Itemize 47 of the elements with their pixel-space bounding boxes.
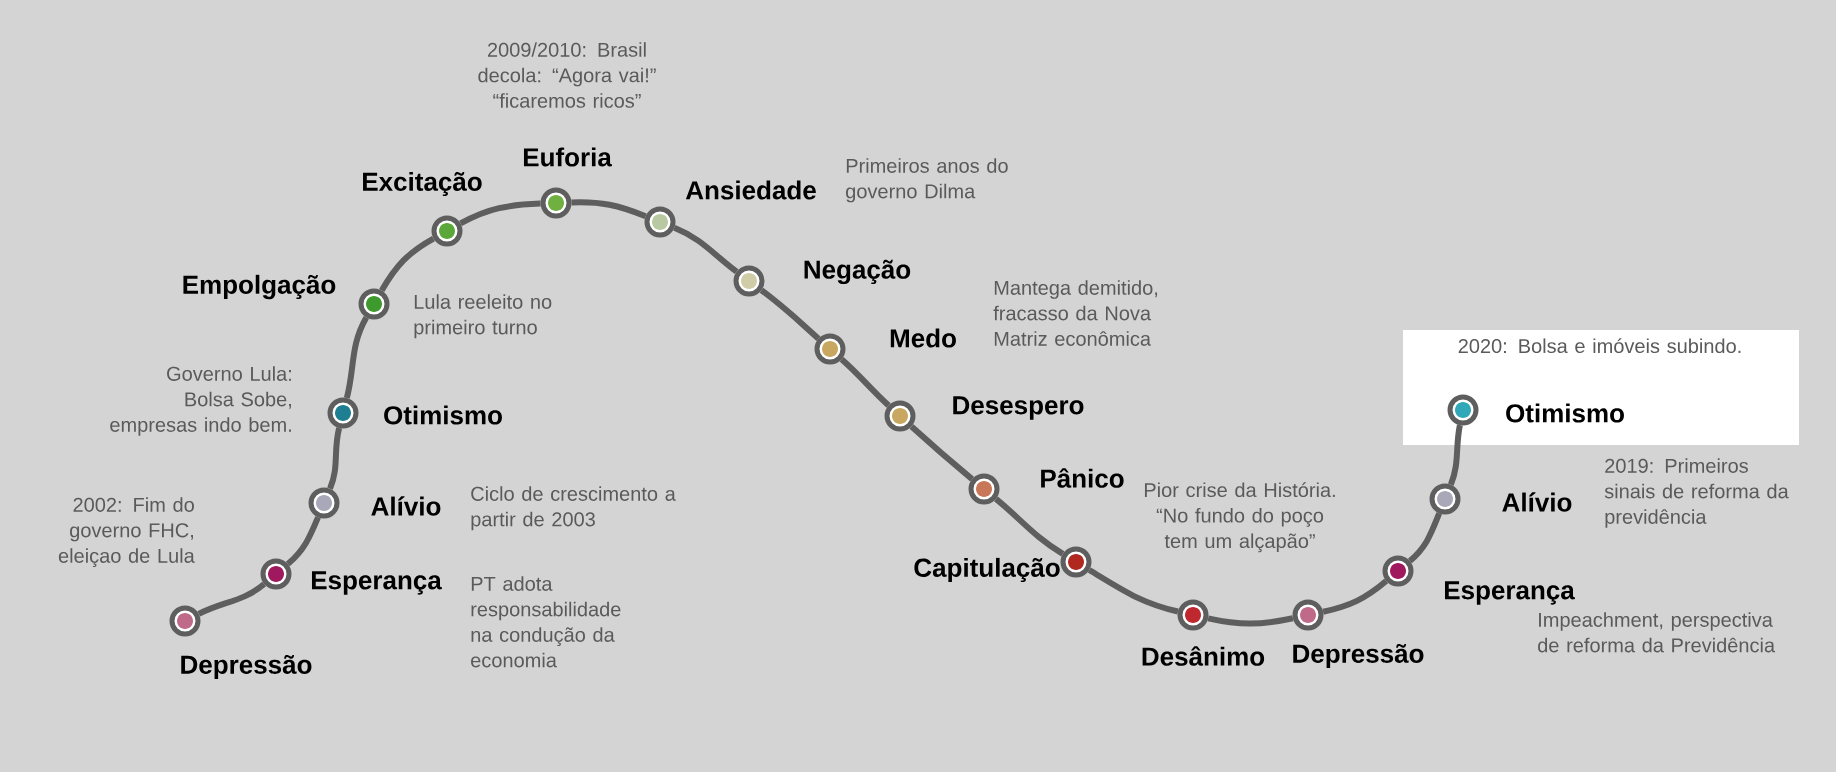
stage-label: Alívio: [371, 496, 441, 516]
note-text: Governo Lula: Bolsa Sobe, empresas indo bem.: [110, 366, 291, 436]
stage-label: Esperança: [312, 571, 442, 595]
stage-label: Empolgação: [183, 274, 336, 300]
curve-segment: [285, 516, 321, 567]
curve-segment: [197, 581, 266, 617]
stage-label: Ansiedade: [685, 180, 816, 200]
curve-segment: [1087, 567, 1179, 615]
curve-segment: [759, 287, 821, 341]
stage-label: Excitação: [363, 171, 482, 197]
note-text: 2019: Primeiros sinais de reforma da previdência: [1604, 458, 1789, 528]
note-text: 2002: Fim do governo FHC, eleiçao de Lula: [58, 497, 195, 567]
stage-label: Alívio: [1502, 492, 1572, 512]
stage-label: Esperança: [1445, 581, 1575, 605]
note-text: 2009/2010: Brasil decola: “Agora vai!” “ficaremos ricos”: [478, 42, 656, 108]
stage-label: Desânimo: [1142, 646, 1265, 666]
curve-segment: [379, 235, 435, 293]
curve-segment: [459, 200, 541, 227]
stage-label: Otimismo: [384, 405, 502, 425]
note-text: Impeachment, perspectiva de reforma da Previdência: [1538, 612, 1776, 653]
stage-label: Depressão: [181, 654, 312, 680]
curve-segment: [1322, 578, 1389, 615]
note-text: Pior crise da História. “No fundo do poço tem um alçapão”: [1144, 482, 1335, 553]
note-text: 2020: Bolsa e imóveis subindo.: [1458, 338, 1741, 354]
curve-segment: [839, 357, 891, 408]
curve-segment: [327, 427, 343, 490]
curve-segment: [909, 424, 975, 482]
stage-label: Depressão: [1293, 643, 1424, 669]
curve-segment: [673, 225, 739, 275]
note-text: Mantega demitido, fracasso da Nova Matriz econômica: [993, 280, 1158, 346]
curve-segment: [1207, 615, 1294, 627]
stage-label: Medo: [890, 328, 956, 348]
stage-label: Euforia: [523, 147, 612, 167]
curve-segment: [1448, 424, 1463, 486]
stage-label: Capitulação: [914, 557, 1060, 583]
curve-segment: [343, 316, 369, 399]
note-text: PT adota responsabilidade na condução da economia: [471, 576, 621, 668]
curve-segment: [571, 199, 647, 219]
stage-label: Negação: [804, 259, 911, 285]
note-text: Primeiros anos do governo Dilma: [846, 158, 1008, 203]
stage-label: Otimismo: [1506, 403, 1624, 423]
note-text: Ciclo de crescimento a partir de 2003: [471, 486, 676, 531]
stage-label: Desespero: [953, 396, 1084, 420]
note-text: Lula reeleito no primeiro turno: [414, 294, 552, 339]
curve-segment: [994, 496, 1065, 557]
curve-segment: [1407, 512, 1442, 564]
stage-label: Pânico: [1041, 468, 1124, 488]
